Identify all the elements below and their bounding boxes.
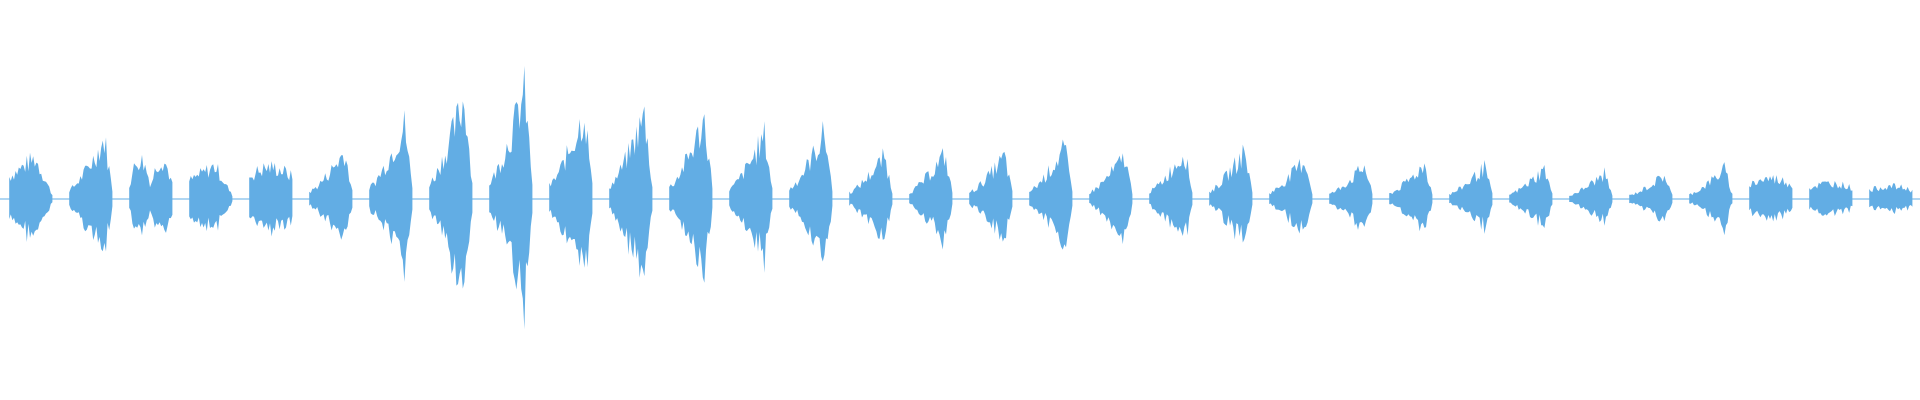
waveform-segment (1209, 144, 1253, 243)
waveform-segment (9, 152, 53, 242)
waveform-segment (1329, 165, 1373, 230)
waveform-segment (609, 106, 653, 278)
waveform-segment (369, 110, 413, 282)
waveform-segment (429, 101, 473, 289)
waveform-segment (849, 148, 893, 240)
waveform-segment (1029, 139, 1073, 250)
waveform-segment (1569, 167, 1613, 226)
waveform-segment (1089, 153, 1133, 245)
waveform-segment (1449, 160, 1493, 234)
waveform-segment (69, 137, 113, 252)
waveform-segment (1689, 162, 1733, 236)
waveform-segment (309, 155, 353, 240)
waveform-segment (789, 121, 833, 262)
waveform-segment (1509, 165, 1553, 228)
waveform-segment (969, 151, 1013, 242)
waveform-segment (1809, 181, 1853, 216)
waveform-segment (1869, 183, 1913, 214)
waveform-segment (1269, 158, 1313, 234)
waveform-segment (1629, 175, 1673, 222)
waveform-segment (729, 121, 773, 273)
waveform-segment (1149, 156, 1193, 236)
waveform-segment (129, 154, 173, 236)
waveform-segment (1749, 175, 1793, 222)
waveform-segment (909, 148, 953, 250)
waveform-segment (489, 65, 533, 330)
waveform-segments (9, 65, 1913, 330)
waveform-segment (1389, 163, 1433, 232)
waveform-segment (249, 161, 293, 237)
waveform-segment (549, 119, 593, 268)
waveform-segment (669, 114, 713, 283)
waveform-segment (189, 164, 233, 232)
